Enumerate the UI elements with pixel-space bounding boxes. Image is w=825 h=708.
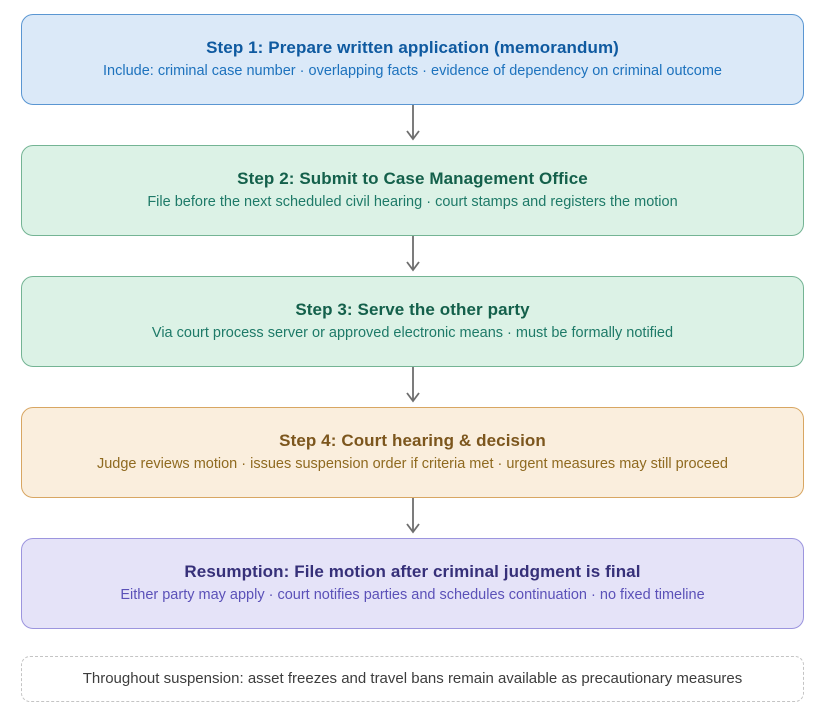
footnote-box: Throughout suspension: asset freezes and… (21, 656, 804, 702)
step-1-title: Step 1: Prepare written application (mem… (206, 37, 619, 57)
resumption-title: Resumption: File motion after criminal j… (184, 561, 641, 581)
footnote-text: Throughout suspension: asset freezes and… (82, 669, 743, 687)
step-4-box: Step 4: Court hearing & decision Judge r… (21, 407, 804, 498)
arrow-1 (404, 105, 422, 145)
down-arrow-icon (405, 367, 420, 403)
step-4-title: Step 4: Court hearing & decision (279, 430, 546, 450)
step-2-subtitle: File before the next scheduled civil hea… (147, 194, 678, 211)
step-2-box: Step 2: Submit to Case Management Office… (21, 145, 804, 236)
down-arrow-icon (405, 498, 420, 534)
arrow-3 (404, 367, 422, 407)
step-2-title: Step 2: Submit to Case Management Office (237, 168, 588, 188)
step-3-subtitle: Via court process server or approved ele… (151, 325, 674, 342)
arrow-2 (404, 236, 422, 276)
step-1-subtitle: Include: criminal case number · overlapp… (103, 63, 722, 80)
step-4-subtitle: Judge reviews motion · issues suspension… (96, 456, 728, 473)
resumption-subtitle: Either party may apply · court notifies … (120, 587, 705, 604)
down-arrow-icon (405, 105, 420, 141)
arrow-4 (404, 498, 422, 538)
step-1-box: Step 1: Prepare written application (mem… (21, 14, 804, 105)
step-3-title: Step 3: Serve the other party (295, 299, 530, 319)
step-3-box: Step 3: Serve the other party Via court … (21, 276, 804, 367)
resumption-box: Resumption: File motion after criminal j… (21, 538, 804, 629)
down-arrow-icon (405, 236, 420, 272)
